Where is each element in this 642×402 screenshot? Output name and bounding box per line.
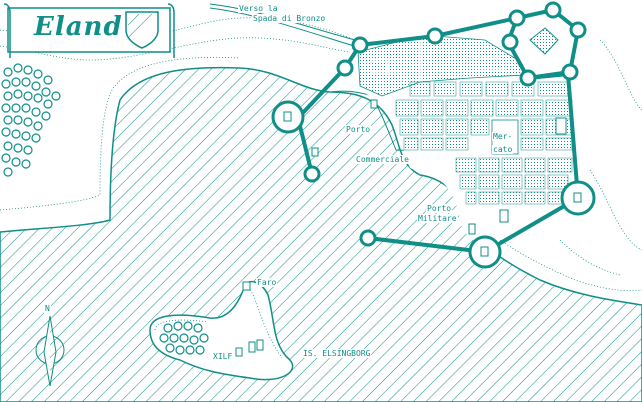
label-island: IS. ELSINGBORG <box>302 349 372 358</box>
label-north: N <box>44 304 51 313</box>
label-road-north: Verso la <box>238 4 279 13</box>
shield-icon <box>125 11 159 49</box>
label-porto-militare-1: Porto <box>426 204 453 213</box>
label-xilf: XILF <box>212 352 234 361</box>
label-faro: Faro <box>256 278 278 287</box>
label-commerciale: Commerciale <box>355 155 410 164</box>
forest <box>1 63 61 177</box>
label-porto-militare-2: Militare <box>417 214 458 223</box>
building-icons <box>235 99 582 357</box>
label-porto: Porto <box>345 125 372 134</box>
wall-towers <box>271 1 596 269</box>
label-mercato-1: Mer- <box>492 132 514 141</box>
compass-rose-icon <box>35 315 65 387</box>
island-forest <box>159 321 209 355</box>
label-road-north-2: Spada di Bronzo <box>252 14 327 23</box>
map-title: Eland <box>34 12 123 42</box>
island <box>149 280 294 381</box>
label-mercato-2: cato <box>492 145 514 154</box>
